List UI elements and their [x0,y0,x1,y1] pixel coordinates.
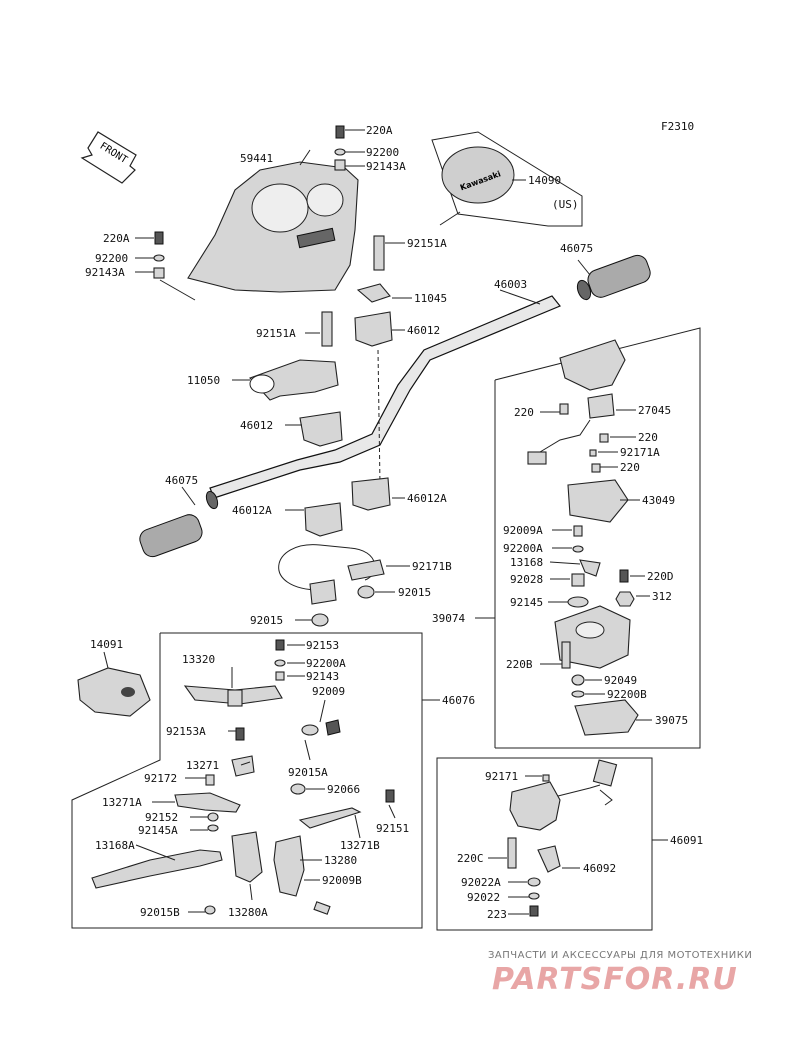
region-note: (US) [552,198,579,211]
label-92200B: 92200B [607,688,647,701]
label-92015A: 92015A [288,766,328,779]
clamp-46012A-right [351,477,391,511]
label-39075: 39075 [655,714,688,727]
label-43049: 43049 [642,494,675,507]
label-14090: 14090 [528,174,561,187]
left-switch-housing [507,759,618,917]
clamp-upper-right [354,283,393,347]
label-92009B: 92009B [322,874,362,887]
label-46012: 46012 [407,324,440,337]
label-312: 312 [652,590,672,603]
label-92145: 92145 [510,596,543,609]
label-46075: 46075 [560,242,593,255]
label-13168A: 13168A [95,839,135,852]
label-59441: 59441 [240,152,273,165]
label-92200A: 92200A [503,542,543,555]
label-220C: 220C [457,852,484,865]
label-92015: 92015 [398,586,431,599]
label-92171A: 92171A [620,446,660,459]
label-92172: 92172 [144,772,177,785]
label-92022: 92022 [467,891,500,904]
nut-92015-b [311,613,329,627]
label-220A: 220A [103,232,130,245]
label-92145A: 92145A [138,824,178,837]
label-92015: 92015 [250,614,283,627]
label-92143A: 92143A [366,160,406,173]
label-13271A: 13271A [102,796,142,809]
label-92152: 92152 [145,811,178,824]
label-92153: 92153 [306,639,339,652]
right-grip-part [576,254,651,301]
right-switch-housing [527,339,639,736]
bolt-92151A-mid [321,311,333,347]
label-92200: 92200 [95,252,128,265]
label-92009: 92009 [312,685,345,698]
label-92153A: 92153A [166,725,206,738]
label-92151A: 92151A [256,327,296,340]
label-223: 223 [487,908,507,921]
holder-11050 [249,359,339,401]
label-13280: 13280 [324,854,357,867]
handlebar-part [209,295,561,499]
clamp-46012-left [299,411,343,447]
label-13320: 13320 [182,653,215,666]
label-13168: 13168 [510,556,543,569]
label-220: 220 [620,461,640,474]
label-92028: 92028 [510,573,543,586]
label-92143: 92143 [306,670,339,683]
label-11045: 11045 [414,292,447,305]
label-46012A: 46012A [232,504,272,517]
label-92200: 92200 [366,146,399,159]
wire-clamp-92171B [278,544,385,605]
label-220: 220 [638,431,658,444]
label-27045: 27045 [638,404,671,417]
label-92171B: 92171B [412,560,452,573]
box-39074 [494,327,701,749]
label-92022A: 92022A [461,876,501,889]
label-92066: 92066 [327,783,360,796]
cover-14091 [77,667,151,717]
diagram-code: F2310 [661,120,694,133]
emblem-part: Kawasaki [431,131,583,227]
label-46076: 46076 [442,694,475,707]
label-220A: 220A [366,124,393,137]
bolt-220A-left [153,231,165,279]
label-46075: 46075 [165,474,198,487]
label-46012: 46012 [240,419,273,432]
meter-cover-part [187,149,359,293]
left-grip-part [139,490,219,558]
label-220: 220 [514,406,534,419]
label-14091: 14091 [90,638,123,651]
label-13280A: 13280A [228,906,268,919]
box-46076 [71,632,423,929]
brake-lever-assembly [91,639,395,915]
label-39074: 39074 [432,612,465,625]
watermark-tagline: ЗАПЧАСТИ И АКСЕССУАРЫ ДЛЯ МОТОТЕХНИКИ [488,950,753,961]
box-46091 [436,757,653,931]
label-220D: 220D [647,570,674,583]
label-13271: 13271 [186,759,219,772]
label-11050: 11050 [187,374,220,387]
nut-92015-a [357,585,375,599]
clamp-46012A-left [304,502,343,537]
bolt-220A-top [334,125,346,171]
label-92171: 92171 [485,770,518,783]
label-46003: 46003 [494,278,527,291]
label-220B: 220B [506,658,533,671]
label-92015B: 92015B [140,906,180,919]
label-46012A: 46012A [407,492,447,505]
label-92151: 92151 [376,822,409,835]
label-13271B: 13271B [340,839,380,852]
label-92151A: 92151A [407,237,447,250]
label-46091: 46091 [670,834,703,847]
label-46092: 46092 [583,862,616,875]
watermark-brand: PARTSFOR.RU [492,962,738,997]
bolt-92151A-top [373,235,385,271]
front-arrow-icon: FRONT [80,131,137,184]
label-92009A: 92009A [503,524,543,537]
label-92200A: 92200A [306,657,346,670]
label-92049: 92049 [604,674,637,687]
label-92143A: 92143A [85,266,125,279]
